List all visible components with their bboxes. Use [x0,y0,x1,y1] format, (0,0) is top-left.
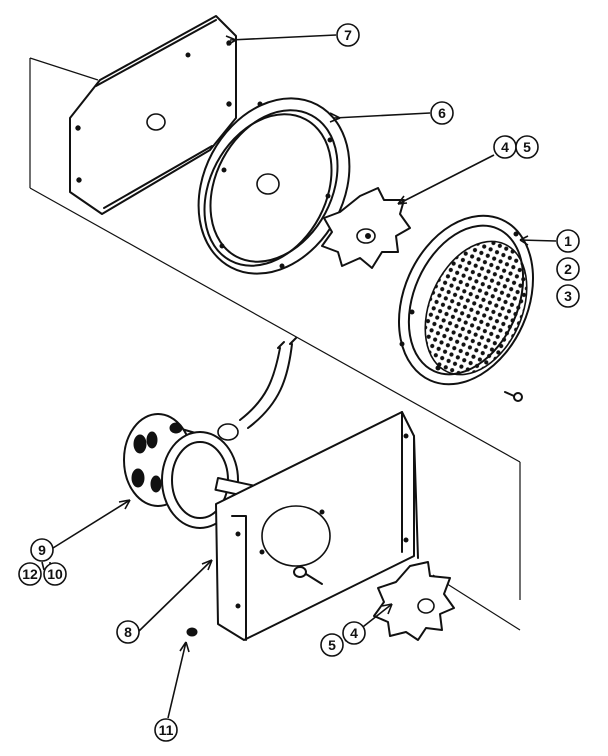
callout-6: 6 [430,101,454,125]
mounting-ring-part-6 [197,97,351,275]
svg-text:12: 12 [22,566,38,582]
callout-3: 3 [556,284,580,308]
leader-lines [41,34,557,719]
svg-text:3: 3 [564,288,572,304]
svg-text:5: 5 [523,139,531,155]
svg-text:8: 8 [124,624,132,640]
callout-11: 11 [154,718,178,742]
callout-8: 8 [116,620,140,644]
fan-blade-lower-part-4-5 [373,561,455,641]
callout-5-upper: 5 [515,135,539,159]
svg-text:2: 2 [564,261,572,277]
grille-cover-part-1-2-3 [397,214,535,386]
callout-2: 2 [556,257,580,281]
svg-text:5: 5 [328,637,336,653]
clip-part-11 [186,627,198,637]
callout-4-lower: 4 [342,621,366,645]
fan-blade-upper-part-4-5 [321,187,411,269]
back-plate-part-7 [69,15,237,215]
svg-text:11: 11 [159,722,174,738]
callout-12: 12 [18,562,42,586]
callout-4-upper: 4 [493,135,517,159]
svg-text:9: 9 [38,542,46,558]
bracket-part-8 [215,411,419,641]
callout-9: 9 [30,538,54,562]
callout-7: 7 [336,23,360,47]
screw-icon [504,391,523,402]
svg-text:6: 6 [438,105,446,121]
svg-text:7: 7 [344,27,352,43]
callout-1: 1 [556,229,580,253]
callout-10: 10 [43,562,67,586]
svg-text:4: 4 [350,625,358,641]
svg-text:4: 4 [501,139,509,155]
svg-text:10: 10 [47,566,63,582]
svg-text:1: 1 [564,233,572,249]
callout-5-lower: 5 [320,633,344,657]
